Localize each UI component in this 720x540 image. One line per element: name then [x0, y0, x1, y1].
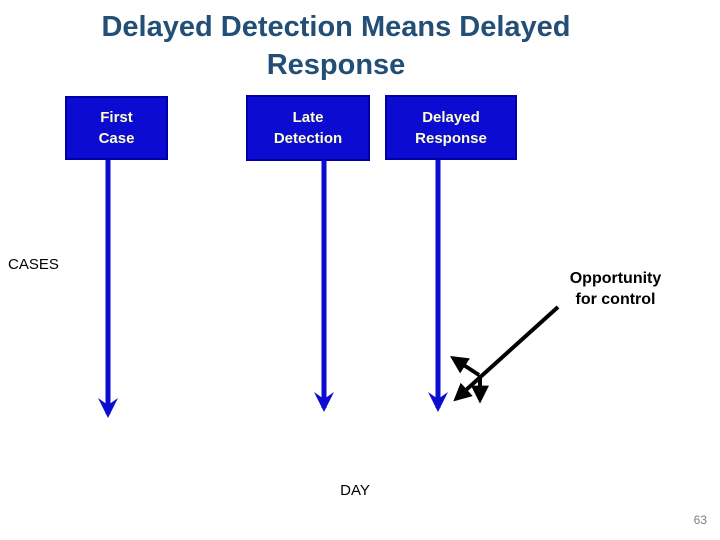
first-case-box-line2: Case [98, 130, 135, 147]
slide-title-line1: Delayed Detection Means Delayed [101, 11, 571, 43]
annotation-line2: for control [575, 291, 656, 308]
x-axis-label: DAY [340, 482, 370, 499]
late-detection-box: Late Detection [246, 95, 370, 161]
opportunity-arrow-branch-upleft [449, 356, 481, 377]
y-axis-label: CASES [8, 256, 59, 273]
delayed-response-box-line2: Response [415, 129, 487, 147]
annotation-line1: Opportunity [569, 270, 662, 287]
opportunity-arrow-main [453, 305, 560, 402]
slide-title-line2: Response [266, 49, 406, 81]
slide-title: Delayed Detection Means Delayed Response [36, 8, 636, 84]
delayed-response-box-line1: Delayed [422, 108, 480, 126]
late-detection-box-line2: Detection [273, 130, 343, 147]
first-case-box: First Case [65, 96, 168, 160]
annotation-label: Opportunity for control [553, 268, 678, 310]
late-detection-box-line1: Late [292, 109, 324, 126]
first-case-box-line1: First [100, 109, 133, 126]
page-number: 63 [693, 513, 707, 527]
delayed-response-box: Delayed Response [385, 95, 517, 160]
